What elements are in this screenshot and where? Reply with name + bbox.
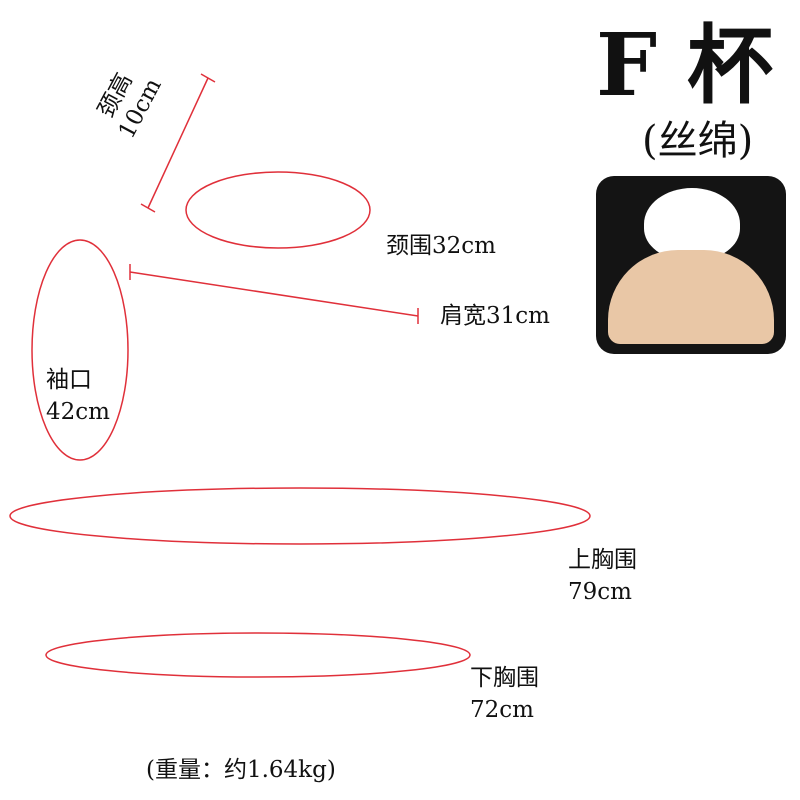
- under-bust-ellipse: [45, 632, 471, 678]
- neck-circumference-ellipse: [185, 171, 371, 249]
- upper-bust-title: 上胸围: [568, 547, 637, 573]
- weight-note: (重量：约1.64kg): [146, 757, 336, 783]
- upper-bust-ellipse: [9, 487, 591, 545]
- cup-cross-section: [608, 250, 774, 344]
- silk-cotton-filling: [644, 188, 740, 260]
- neck-circumference-label: 颈围32cm: [386, 233, 496, 259]
- neck-height-line: [147, 77, 209, 209]
- under-bust-value: 72cm: [470, 697, 534, 723]
- shoulder-width-label: 肩宽31cm: [440, 303, 550, 329]
- armhole-title: 袖口: [46, 367, 92, 393]
- filling-inset: [596, 176, 786, 354]
- neck-height-tick-top: [200, 73, 216, 83]
- armhole-ellipse: [31, 239, 129, 461]
- under-bust-title: 下胸围: [470, 665, 539, 691]
- armhole-value: 42cm: [46, 399, 110, 425]
- upper-bust-value: 79cm: [568, 579, 632, 605]
- cup-size-title: F 杯: [596, 15, 773, 116]
- shoulder-width-line: [129, 271, 419, 317]
- filling-material-label: (丝绵): [642, 118, 754, 164]
- neck-height-tick-bottom: [140, 203, 156, 213]
